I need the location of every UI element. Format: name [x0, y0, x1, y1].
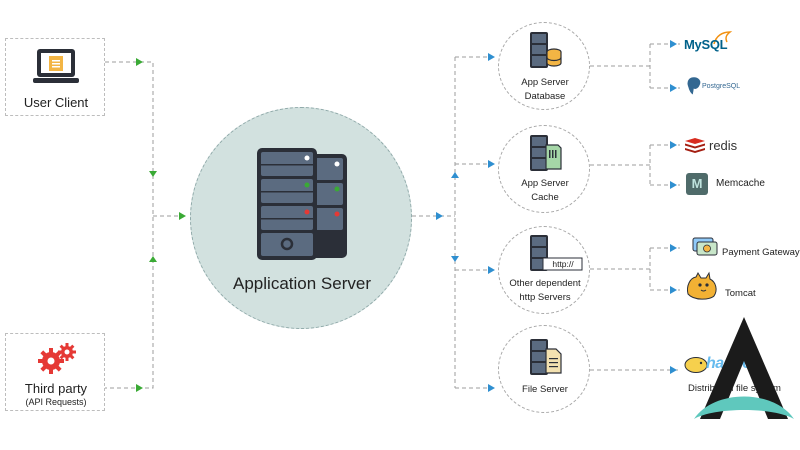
http-server-icon	[530, 235, 583, 271]
http-node-line1: Other dependent	[509, 278, 581, 289]
third-party-sublabel: (API Requests)	[25, 397, 87, 407]
mysql-label: MySQL	[684, 37, 728, 52]
tomcat-label: Tomcat	[725, 288, 756, 299]
cache-node-line1: App Server	[521, 178, 569, 189]
app-server-cache-node[interactable]: App Server Cache	[498, 125, 590, 213]
application-server-circle[interactable]: Application Server	[190, 107, 412, 329]
payment-card-icon	[692, 237, 718, 256]
db-node-line2: Database	[524, 91, 566, 102]
file-server-icon	[530, 339, 562, 375]
cache-node-line2: Cache	[531, 192, 559, 203]
hadoop-sublabel: Distributed file system	[688, 383, 781, 394]
postgres-label: PostgreSQL	[702, 83, 741, 90]
file-node-line1: File Server	[522, 384, 568, 395]
tomcat-cat-icon	[687, 271, 717, 300]
memcache-icon: M	[686, 173, 708, 195]
user-client-label: User Client	[23, 95, 89, 110]
http-servers-node[interactable]: http:// Other dependent http Servers	[498, 226, 590, 314]
payment-gateway-label: Payment Gateway	[722, 247, 800, 258]
brand-logo	[694, 317, 794, 419]
postgres-elephant-icon	[686, 76, 701, 96]
laptop-icon	[33, 49, 79, 83]
user-client-box[interactable]: User Client	[5, 38, 105, 116]
redis-label: redis	[709, 138, 738, 153]
file-server-node[interactable]: File Server	[498, 325, 590, 413]
memcache-label: Memcache	[716, 178, 765, 189]
database-server-icon	[530, 32, 562, 68]
application-server-label: Application Server	[233, 274, 371, 293]
third-party-label: Third party	[24, 381, 88, 396]
server-stack-icon	[257, 148, 347, 260]
app-server-database-node[interactable]: App Server Database	[498, 22, 590, 110]
db-node-line1: App Server	[521, 77, 569, 88]
third-party-box[interactable]: Third party (API Requests)	[5, 333, 105, 411]
redis-icon	[685, 138, 705, 153]
cache-server-icon	[530, 135, 562, 171]
gears-icon	[38, 343, 76, 374]
http-badge-label: http://	[552, 259, 574, 269]
hadoop-elephant-icon	[684, 357, 708, 373]
http-node-line2: http Servers	[519, 292, 571, 303]
mysql-dolphin-icon	[713, 31, 733, 45]
